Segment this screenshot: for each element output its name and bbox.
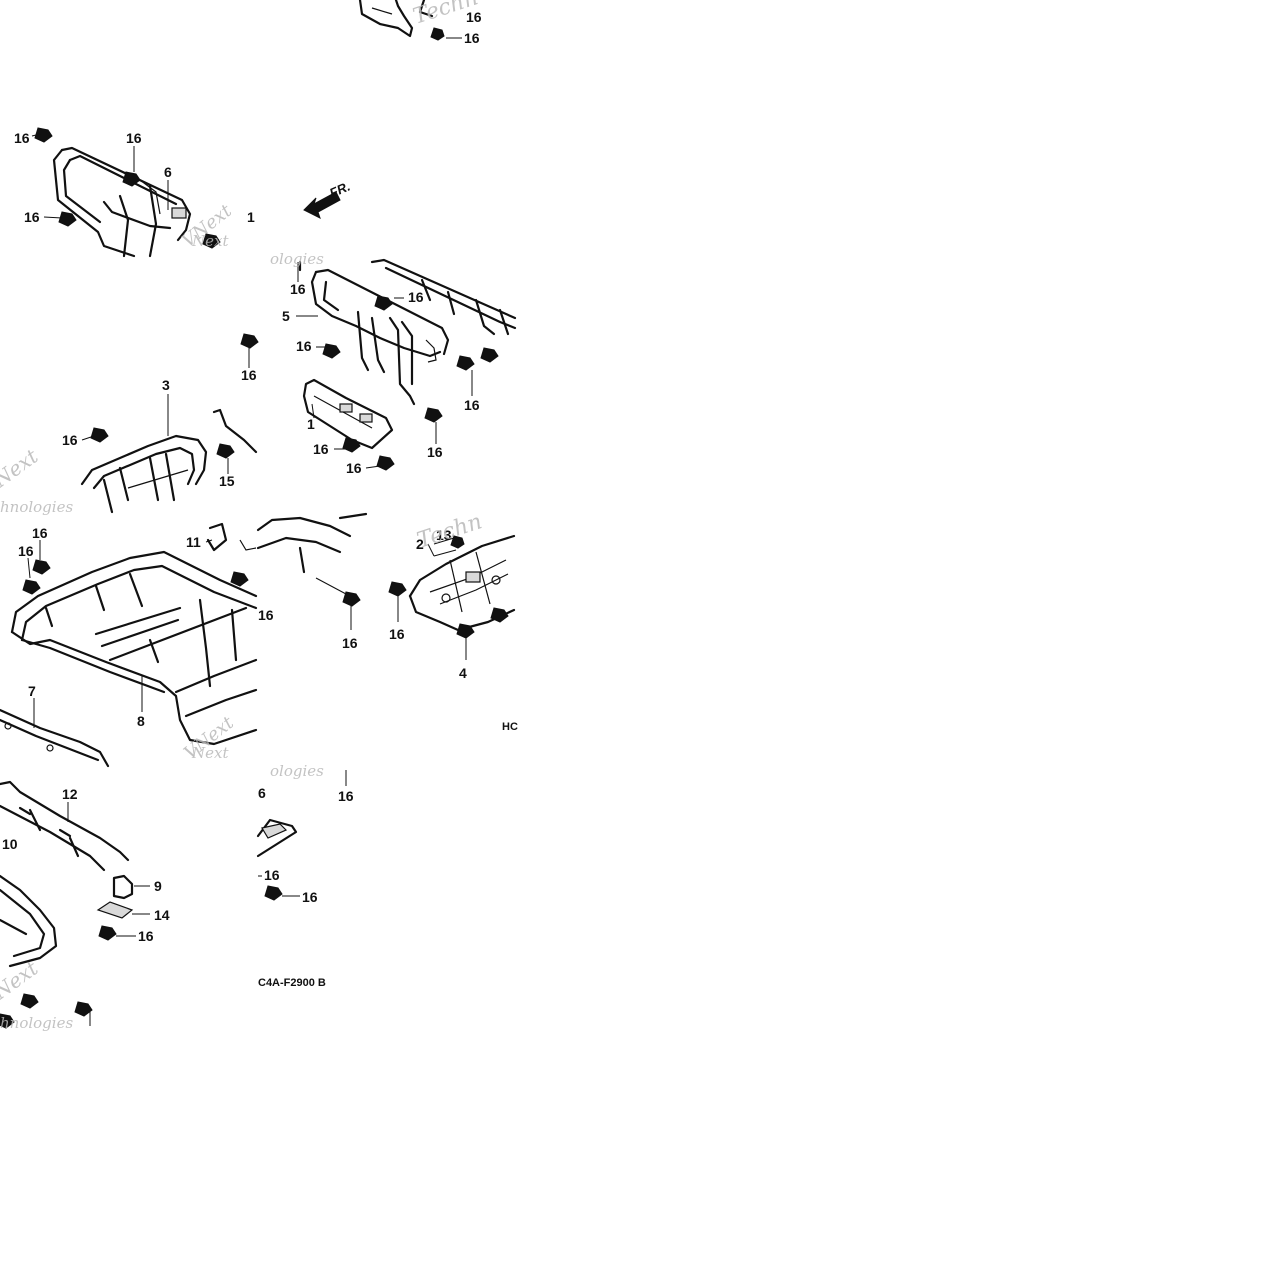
callout-labels: 16 16 16 16 6 16 16 5 16 16 16 16 1 16 1… — [2, 9, 482, 944]
watermark-text: Techn — [414, 509, 485, 553]
callout-label: 6 — [164, 164, 172, 180]
callout-label: 16 — [14, 130, 30, 146]
watermark-text: Next — [0, 955, 43, 1004]
callout-label: 16 — [342, 635, 358, 651]
callout-label: 16 — [18, 543, 34, 559]
part-8-bracket-and-hardware — [0, 780, 150, 1029]
callout-label: 16 — [264, 867, 280, 883]
part-6-front-guard — [31, 127, 221, 258]
watermark-text: Next — [191, 744, 229, 762]
watermark-text: ologies — [270, 762, 324, 780]
callout-label: 14 — [154, 907, 170, 923]
callout-label: 7 — [28, 683, 36, 699]
part-7-rear-carrier — [0, 522, 258, 768]
callout-label: 8 — [137, 713, 145, 729]
callout-label: 10 — [2, 836, 18, 852]
callout-label: 16 — [464, 397, 480, 413]
callout-label: 16 — [290, 281, 306, 297]
callout-label: 4 — [459, 665, 467, 681]
edge-fragments: 6 1 — [247, 209, 266, 801]
callout-label: 1 — [307, 416, 315, 432]
callout-label: 16 — [138, 928, 154, 944]
callout-label: 16 — [296, 338, 312, 354]
middle-carrier-fragment — [256, 512, 368, 630]
callout-label: 16 — [346, 460, 362, 476]
part-2-side-plate — [388, 534, 516, 660]
callout-label: 12 — [62, 786, 78, 802]
watermark-text: hnologies — [0, 1014, 73, 1032]
callout-label: 16 — [408, 289, 424, 305]
callout-label: 16 — [313, 441, 329, 457]
svg-text:1: 1 — [247, 209, 255, 225]
watermark-text: Next — [191, 232, 229, 250]
callout-label: 16 — [126, 130, 142, 146]
callout-label: 3 — [162, 377, 170, 393]
watermark-overlays: Techn VNext Next ologies Next hnologies … — [0, 0, 485, 1032]
diagram-code-fragment: HC — [502, 721, 518, 733]
callout-label: 16 — [32, 525, 48, 541]
part-3-front-carrier — [80, 333, 259, 514]
top-part-fragment — [358, 0, 462, 41]
callout-label: 16 — [24, 209, 40, 225]
callout-label: 16 — [241, 367, 257, 383]
callout-label: 16 — [62, 432, 78, 448]
callout-label: 16 — [302, 889, 318, 905]
callout-label: 16 — [464, 30, 480, 46]
callout-label: 13 — [436, 527, 452, 543]
watermark-text: hnologies — [0, 498, 73, 516]
callout-label: 15 — [219, 473, 235, 489]
callout-label: 16 — [427, 444, 443, 460]
svg-text:6: 6 — [258, 785, 266, 801]
callout-label: 16 — [338, 788, 354, 804]
part-5-guard-and-part-1-skid — [296, 258, 517, 471]
callout-label: 2 — [416, 536, 424, 552]
lower-middle-fragment — [256, 770, 347, 901]
callout-label: 16 — [258, 607, 274, 623]
watermark-text: ologies — [270, 250, 324, 268]
front-direction-arrow — [303, 191, 341, 219]
front-direction-label: FR. — [327, 179, 352, 201]
diagram-code: C4A-F2900 B — [258, 977, 326, 989]
callout-label: 16 — [466, 9, 482, 25]
callout-label: 16 — [389, 626, 405, 642]
watermark-text: Next — [0, 443, 43, 492]
callout-label: 5 — [282, 308, 290, 324]
callout-label: 9 — [154, 878, 162, 894]
callout-label: 11 — [186, 534, 201, 550]
